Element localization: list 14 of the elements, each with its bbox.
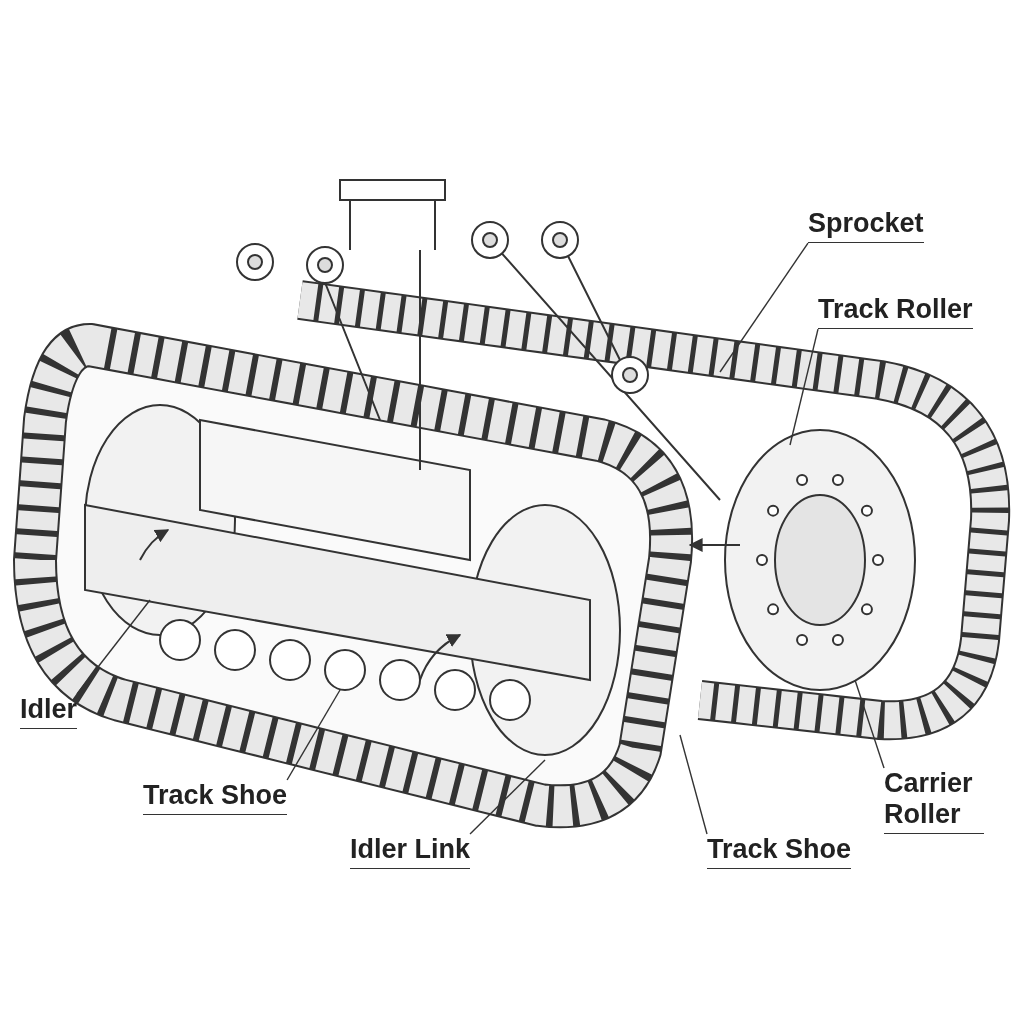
leader-line (469, 759, 546, 835)
leader-line (789, 328, 819, 446)
leader-line (679, 734, 708, 835)
part-label: Idler (20, 694, 78, 730)
part-label: Sprocket (808, 208, 924, 244)
part-label: Track Shoe (143, 780, 288, 816)
part-label: Idler Link (350, 834, 471, 870)
leader-line (76, 599, 151, 695)
part-label: Carrier Roller (884, 768, 984, 835)
leader-line (719, 242, 809, 373)
part-label: Track Shoe (707, 834, 852, 870)
leader-line (286, 689, 341, 781)
leader-line (854, 679, 885, 769)
part-label: Track Roller (818, 294, 973, 330)
